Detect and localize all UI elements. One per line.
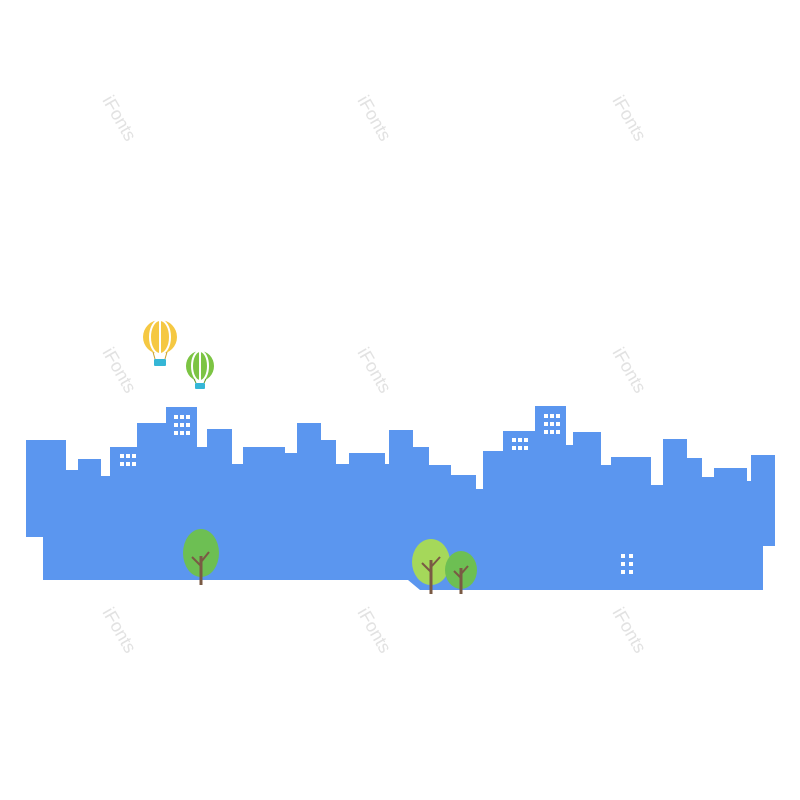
watermark: iFonts xyxy=(354,604,396,656)
tree-icon xyxy=(183,529,219,585)
window-grid-icon xyxy=(174,415,190,435)
watermark: iFonts xyxy=(354,92,396,144)
watermark: iFonts xyxy=(354,344,396,396)
tree-icon xyxy=(445,551,477,594)
city-skyline-silhouette xyxy=(26,406,775,590)
watermark: iFonts xyxy=(609,344,651,396)
tree-icon xyxy=(412,539,450,594)
watermark: iFonts xyxy=(609,604,651,656)
watermark: iFonts xyxy=(609,92,651,144)
watermark: iFonts xyxy=(99,344,141,396)
window-grid-icon xyxy=(544,414,560,434)
hot-air-balloon-icon xyxy=(143,319,177,366)
window-grid-icon xyxy=(621,554,633,574)
watermark: iFonts xyxy=(99,604,141,656)
window-grid-icon xyxy=(512,438,528,450)
watermark: iFonts xyxy=(99,92,141,144)
window-grid-icon xyxy=(120,454,136,466)
hot-air-balloon-icon xyxy=(186,350,214,389)
